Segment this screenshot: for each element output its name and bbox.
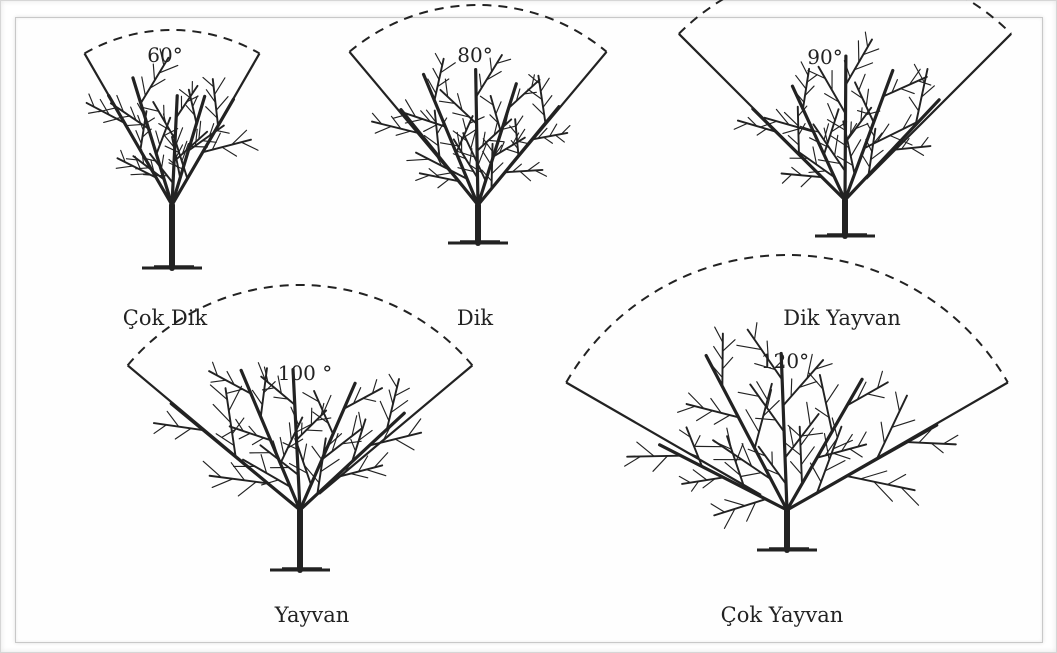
angle-label-dik-yayvan: 90°: [807, 45, 842, 69]
figure-panel: [15, 17, 1043, 643]
form-label-yayvan: Yayvan: [274, 603, 350, 627]
tree-cok-dik: [83, 29, 261, 271]
angle-label-dik: 80°: [457, 43, 492, 67]
tree-dik: [348, 4, 608, 246]
form-label-dik-yayvan: Dik Yayvan: [783, 306, 900, 330]
tree-yayvan: [126, 284, 474, 573]
tree-cok-yayvan: [565, 254, 1009, 553]
form-label-cok-dik: Çok Dik: [123, 306, 208, 330]
tree-dik-yayvan: [678, 0, 1012, 239]
form-label-cok-yayvan: Çok Yayvan: [721, 603, 844, 627]
angle-label-cok-yayvan: 120°: [761, 349, 809, 373]
angle-label-cok-dik: 60°: [147, 43, 182, 67]
form-label-dik: Dik: [457, 306, 494, 330]
angle-label-yayvan: 100 °: [278, 361, 333, 385]
